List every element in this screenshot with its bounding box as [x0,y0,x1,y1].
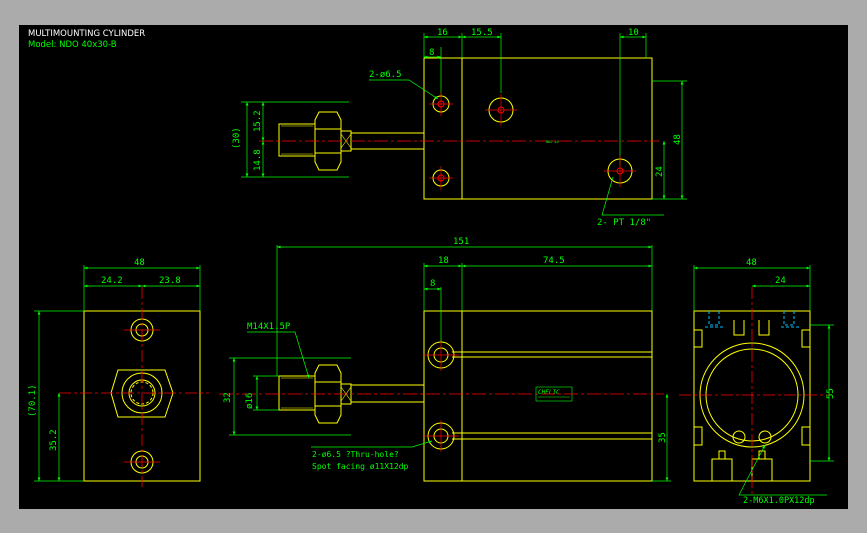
dim-front-35: 35 [658,432,668,443]
dim-top-14-8: 14.8 [253,149,263,171]
top-body-tag: NDO 40 [546,140,559,144]
dim-top-24: 24 [655,166,665,177]
front-rod-thread [278,375,316,411]
dim-front-32: 32 [223,392,233,403]
cad-drawing: MULTIMOUNTING CYLINDER Model: NDO 40x30-… [28,28,836,506]
dim-top-30: (30) [232,127,242,149]
front-logo: CHELIC [538,389,560,396]
label-front-holes-2: Spot facing ø11X12dp [312,462,409,471]
right-view-body [693,310,811,482]
top-view-body [423,57,653,200]
dim-left-35-2: 35.2 [49,429,59,451]
top-rod-thread [278,123,316,157]
top-view: 16 15.5 10 8 2-ø6.5 2- PT 1/8" [232,28,687,228]
dim-left-23-8: 23.8 [159,276,181,286]
dim-left-70-1: (70.1) [28,384,38,417]
front-view: CHELIC 151 18 74.5 8 M14X1.5P [219,237,671,482]
right-view: 48 24 55 2-M6X1.0PX12dp [679,258,836,506]
title-line2: Model: NDO 40x30-B [28,40,117,50]
top-rod-nut [314,111,342,171]
label-front-thread: M14X1.5P [247,322,291,332]
dim-left-48: 48 [134,258,145,268]
dim-right-24: 24 [775,276,786,286]
dim-top-15-2: 15.2 [253,110,263,132]
dim-top-10: 10 [628,28,639,38]
drawing-canvas: MULTIMOUNTING CYLINDER Model: NDO 40x30-… [19,25,848,509]
label-right-tap: 2-M6X1.0PX12dp [743,496,815,506]
front-view-body [423,310,653,482]
left-view: 48 24.2 23.8 (70.1) 35.2 [28,258,209,487]
dim-top-8: 8 [429,48,434,58]
label-top-holes: 2-ø6.5 [369,70,402,80]
front-rod-nut [314,364,342,424]
dim-front-18: 18 [438,256,449,266]
dim-right-55: 55 [826,388,836,399]
dim-right-48: 48 [746,258,757,268]
label-front-holes-1: 2-ø6.5 ?Thru-hole? [312,450,399,459]
dim-top-16: 16 [437,28,448,38]
dim-top-48: 48 [673,134,683,145]
label-top-port: 2- PT 1/8" [597,218,651,228]
dim-front-16: ø16 [245,393,255,409]
dim-front-151: 151 [453,237,469,247]
title-line1: MULTIMOUNTING CYLINDER [28,29,145,39]
dim-front-74-5: 74.5 [543,256,565,266]
dim-left-24-2: 24.2 [101,276,123,286]
dim-front-8: 8 [430,279,435,289]
dim-top-15-5: 15.5 [471,28,493,38]
